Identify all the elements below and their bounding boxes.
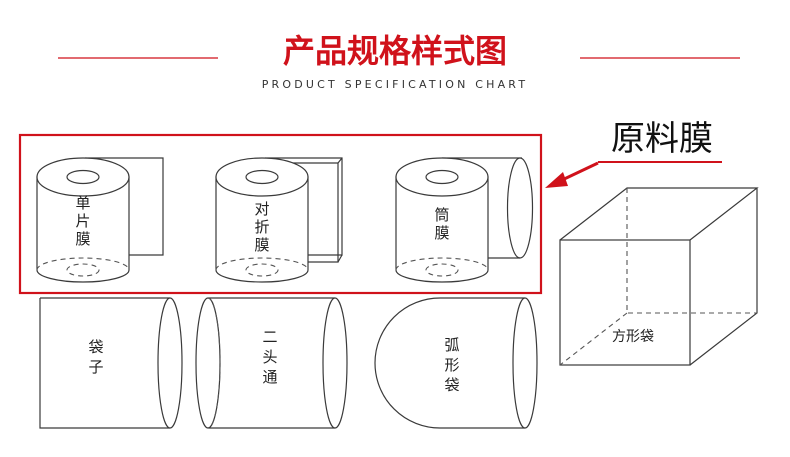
bag-arc: 弧 形 袋	[374, 297, 538, 429]
roll-top-ellipse	[395, 157, 489, 197]
folded-flap-back	[265, 157, 343, 256]
roll-core	[245, 169, 279, 185]
roll-tube: 筒 膜	[395, 157, 534, 283]
roll-core	[66, 169, 100, 185]
bag-open-both-ends: 二 头 通	[195, 297, 348, 429]
bag-label-line: 袋	[444, 376, 459, 394]
callout-arrow-head	[545, 172, 568, 188]
roll-label-line: 膜	[254, 236, 269, 254]
folded-flap-front	[265, 162, 339, 263]
bag-label-line: 头	[262, 348, 277, 366]
raw-film-callout-label: 原料膜	[611, 119, 713, 159]
callout-arrow-shaft	[559, 161, 599, 183]
roll-label-line: 膜	[75, 230, 90, 248]
roll-label-line: 筒	[434, 206, 449, 224]
tube-end-ellipse	[506, 157, 534, 259]
roll-core	[425, 169, 459, 185]
bag-label-line: 通	[262, 368, 277, 386]
bag-open-end	[157, 297, 183, 429]
bag-label-line: 形	[444, 356, 459, 374]
roll-top-ellipse	[36, 157, 130, 197]
roll-label-line: 单	[75, 194, 90, 212]
roll-single-sheet: 单 片 膜	[36, 157, 164, 283]
bag-label-line: 袋	[88, 338, 103, 356]
bag-label-line: 弧	[444, 336, 459, 354]
roll-label-line: 膜	[434, 224, 449, 242]
raw-film-highlight-frame	[18, 133, 543, 295]
roll-label-line: 折	[254, 218, 269, 236]
roll-label-line: 片	[75, 212, 90, 230]
roll-label-line: 对	[254, 200, 269, 218]
bag-open-end	[512, 297, 538, 429]
square-bag-label: 方形袋	[612, 329, 654, 345]
bag-square-cube: 方形袋	[559, 187, 759, 366]
bag-standard: 袋 子	[39, 297, 183, 429]
bag-right-end	[322, 297, 348, 429]
bag-label-line: 二	[262, 328, 277, 346]
page-subtitle: PRODUCT SPECIFICATION CHART	[262, 78, 529, 91]
page-title: 产品规格样式图	[283, 32, 507, 70]
bag-label-line: 子	[88, 358, 103, 376]
roll-top-ellipse	[215, 157, 309, 197]
roll-folded: 对 折 膜	[215, 157, 343, 283]
sheet-flap	[85, 157, 164, 256]
cube-front-face	[559, 239, 691, 366]
